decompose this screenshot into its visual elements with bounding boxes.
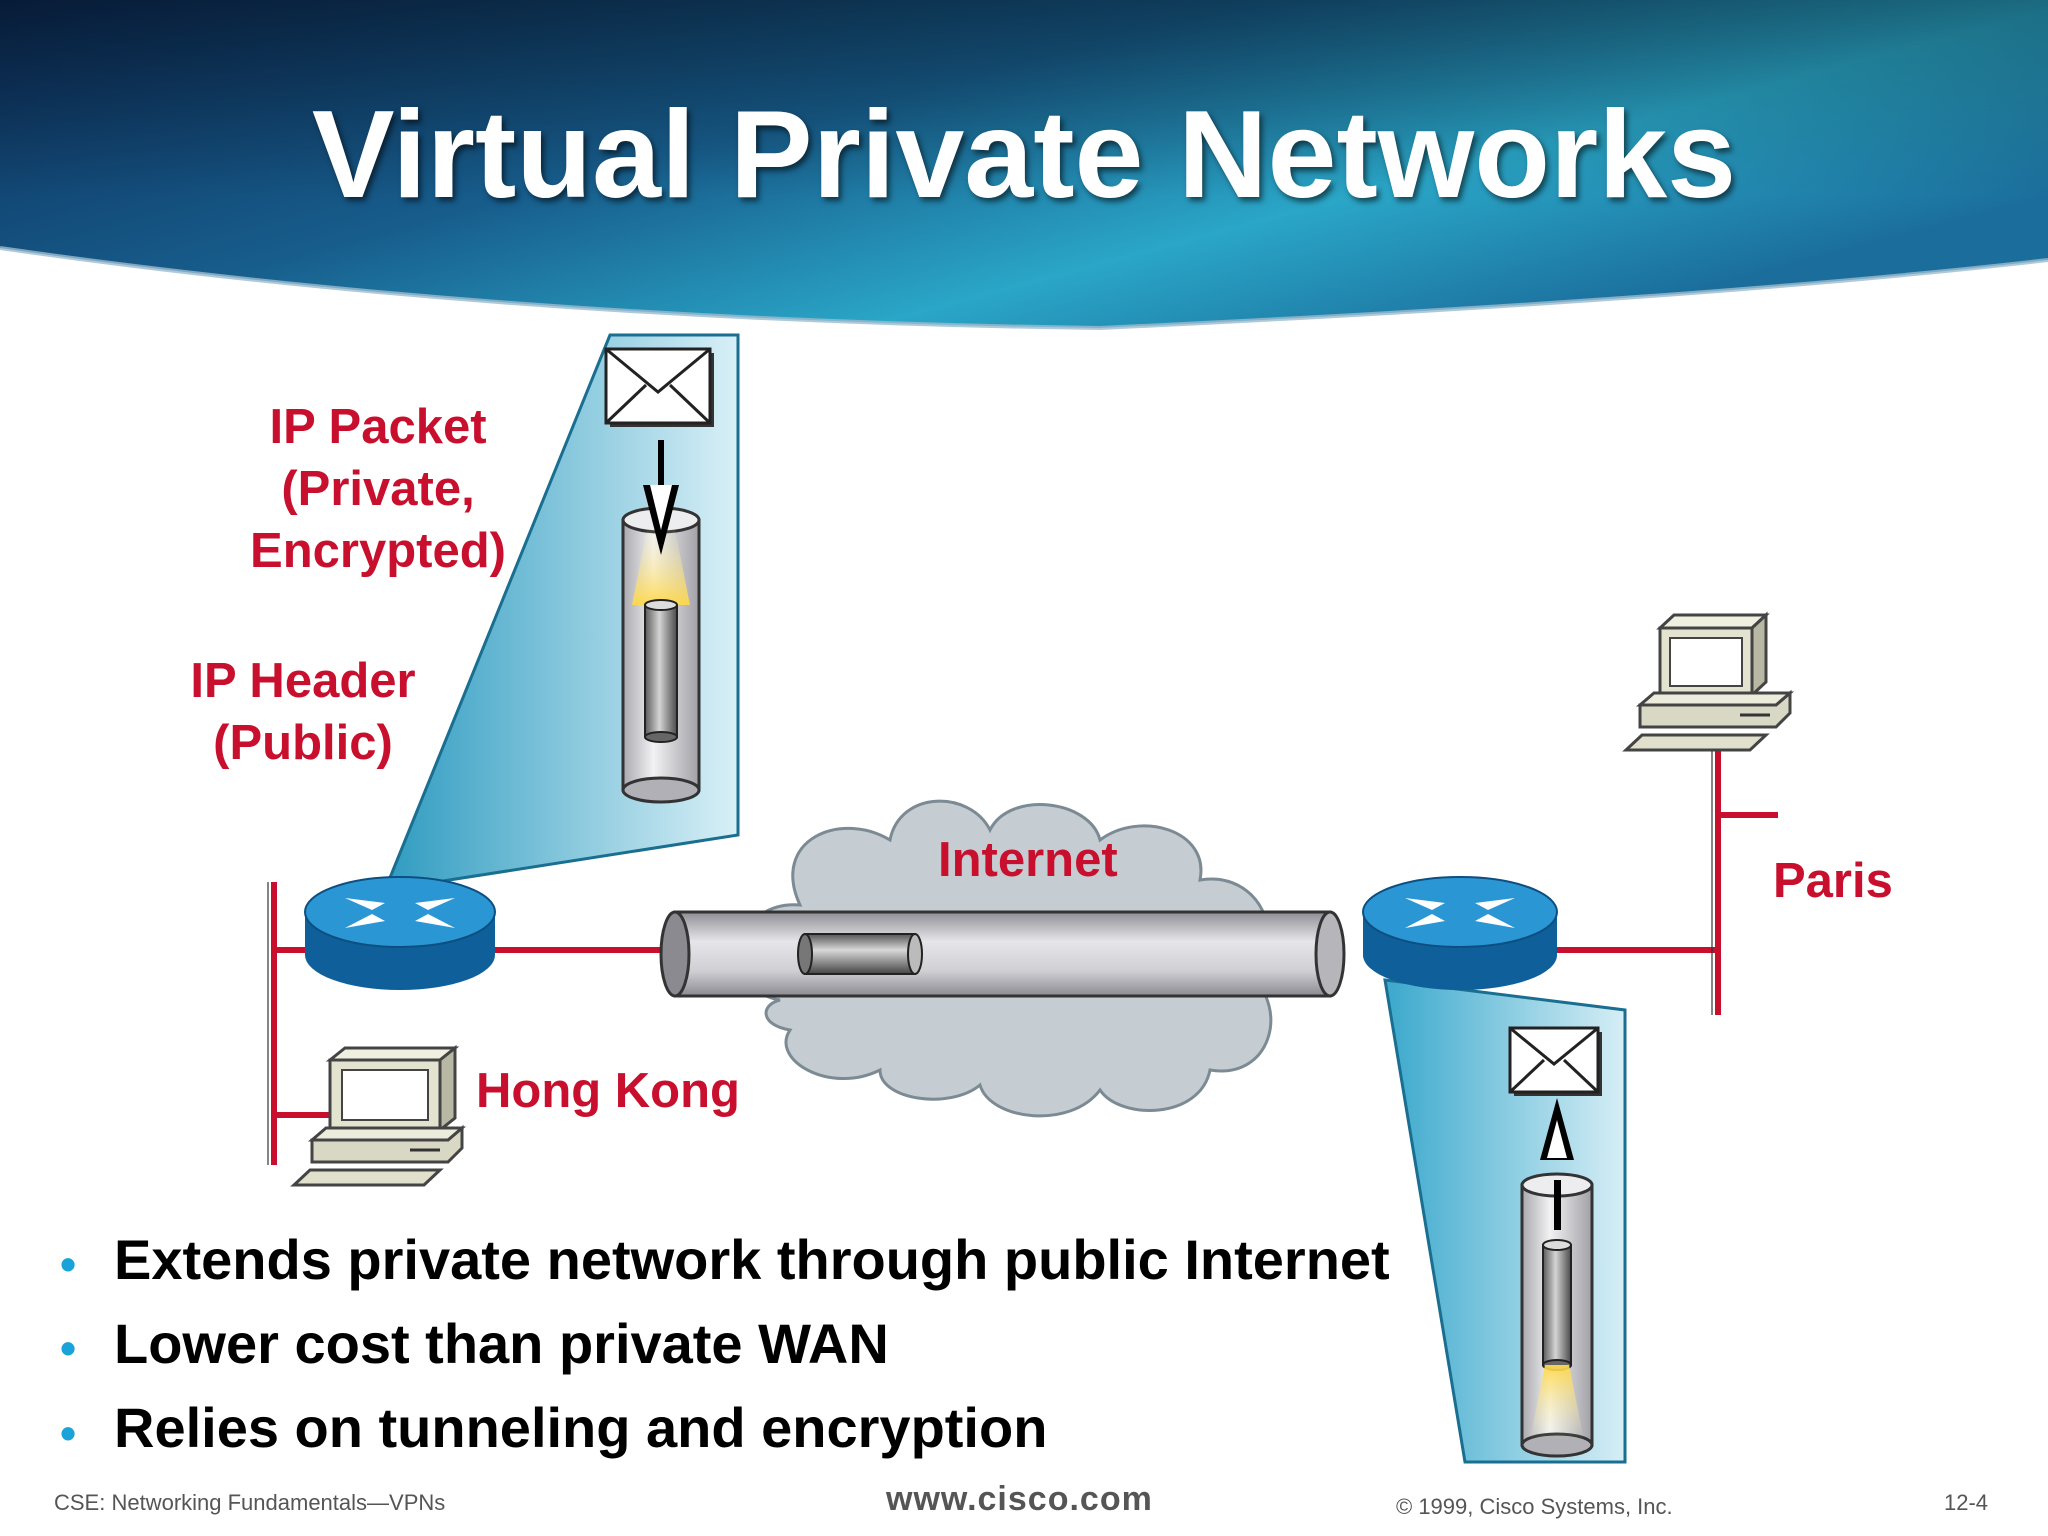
list-item: •Relies on tunneling and encryption xyxy=(60,1388,1390,1472)
label-paris: Paris xyxy=(1773,854,1893,908)
list-item: •Lower cost than private WAN xyxy=(60,1304,1390,1388)
workstation-icon-paris xyxy=(1622,611,1795,752)
network-links xyxy=(271,745,1778,1165)
router-icon-paris xyxy=(1362,876,1558,990)
footer-course: CSE: Networking Fundamentals—VPNs xyxy=(54,1490,446,1515)
bullet-icon: • xyxy=(60,1406,77,1459)
bullet-icon: • xyxy=(60,1238,77,1291)
encapsulated-packet-right xyxy=(1520,1098,1594,1458)
envelope-icon-left xyxy=(604,347,714,427)
footer-url: www.cisco.com xyxy=(886,1480,1153,1518)
slide-title: Virtual Private Networks xyxy=(311,86,1737,224)
envelope-icon-right xyxy=(1508,1026,1602,1096)
workstation-icon-hong-kong xyxy=(290,1044,467,1187)
label-hong-kong: Hong Kong xyxy=(476,1064,740,1118)
label-internet: Internet xyxy=(938,833,1118,887)
bullet-list: •Extends private network through public … xyxy=(60,1220,1390,1473)
footer-page-number: 12-4 xyxy=(1944,1490,1989,1515)
label-ip-packet: IP Packet (Private, Encrypted) xyxy=(250,400,506,578)
router-icon-hong-kong xyxy=(304,876,496,990)
title-banner xyxy=(0,0,2048,331)
vpn-tunnel-icon xyxy=(659,910,1346,998)
list-item: •Extends private network through public … xyxy=(60,1220,1390,1304)
bullet-icon: • xyxy=(60,1322,77,1375)
label-ip-header: IP Header (Public) xyxy=(190,654,416,770)
encapsulated-packet-left xyxy=(621,440,701,804)
footer-copyright: © 1999, Cisco Systems, Inc. xyxy=(1396,1494,1673,1519)
